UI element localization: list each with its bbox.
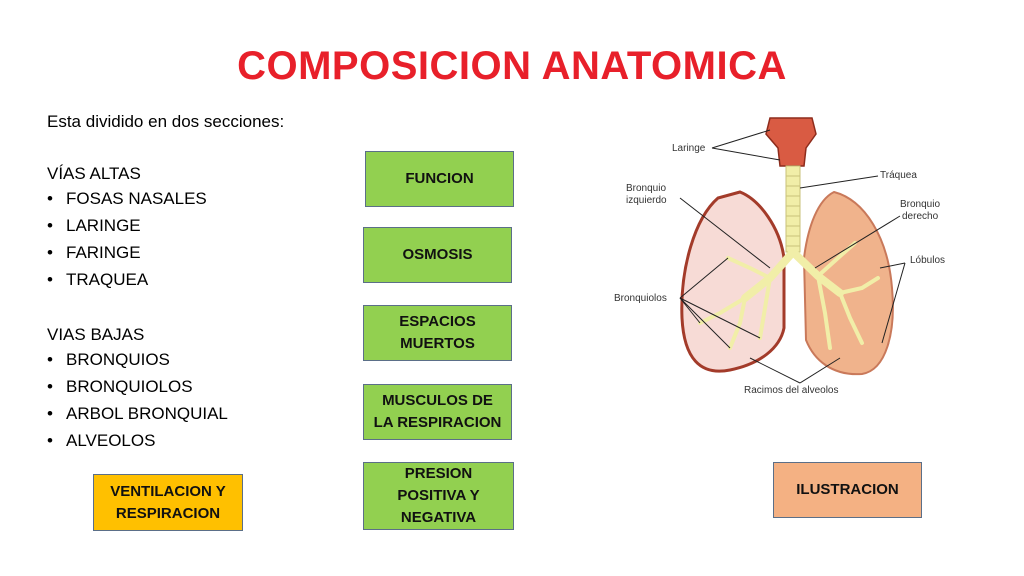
trachea-shape — [785, 165, 801, 253]
musculos-respiracion-label-line: LA RESPIRACION — [373, 414, 502, 431]
page-title: COMPOSICION ANATOMICA — [237, 44, 787, 88]
label-bronquio-izquierdo: izquierdo — [626, 195, 667, 206]
list-item: FARINGE — [47, 240, 207, 267]
upper-airways-heading: VÍAS ALTAS — [47, 164, 141, 183]
label-lobulos: Lóbulos — [910, 255, 945, 266]
list-item: BRONQUIOS — [47, 347, 228, 374]
label-racimos: Racimos del alveolos — [744, 385, 839, 396]
espacios-muertos-label-line: MUERTOS — [400, 335, 475, 352]
lower-airways-heading: VIAS BAJAS — [47, 325, 145, 344]
osmosis-label: OSMOSIS — [402, 246, 473, 263]
presion-label-line: NEGATIVA — [400, 509, 477, 526]
label-traquea: Tráquea — [880, 170, 917, 181]
presion-button[interactable]: PRESION POSITIVA Y NEGATIVA — [363, 462, 514, 530]
ventilacion-respiracion-button[interactable]: VENTILACION Y RESPIRACION — [93, 474, 243, 531]
ventilacion-label-line: RESPIRACION — [115, 504, 221, 522]
espacios-muertos-button[interactable]: ESPACIOS MUERTOS — [363, 305, 512, 361]
label-bronquiolos: Bronquiolos — [614, 293, 667, 304]
label-bronquio-izquierdo: Bronquio — [626, 183, 666, 194]
musculos-respiracion-button[interactable]: MUSCULOS DE LA RESPIRACION — [363, 384, 512, 440]
list-item: BRONQUIOLOS — [47, 374, 228, 401]
ilustracion-button[interactable]: ILUSTRACION — [773, 462, 922, 518]
label-bronquio-derecho: Bronquio — [900, 199, 940, 210]
bronchial-tree — [698, 241, 880, 350]
list-item: TRAQUEA — [47, 267, 207, 294]
presion-label-line: PRESION — [404, 465, 473, 482]
left-lung-shape — [680, 190, 786, 373]
list-item: FOSAS NASALES — [47, 186, 207, 213]
list-item: ALVEOLOS — [47, 428, 228, 455]
espacios-muertos-label-line: ESPACIOS — [399, 313, 476, 330]
larynx-shape — [765, 117, 817, 167]
ilustracion-label: ILUSTRACION — [796, 481, 899, 498]
lower-airways-list: BRONQUIOS BRONQUIOLOS ARBOL BRONQUIAL AL… — [47, 347, 228, 455]
funcion-button[interactable]: FUNCION — [365, 151, 514, 207]
label-laringe: Laringe — [672, 143, 706, 154]
musculos-respiracion-label-line: MUSCULOS DE — [382, 392, 493, 409]
label-bronquio-derecho: derecho — [902, 211, 939, 222]
presion-label-line: POSITIVA Y — [397, 487, 480, 504]
upper-airways-list: FOSAS NASALES LARINGE FARINGE TRAQUEA — [47, 186, 207, 294]
lung-diagram: Laringe Tráquea Bronquio izquierdo Bronq… — [614, 117, 945, 396]
ventilacion-label-line: VENTILACION Y — [110, 482, 226, 500]
list-item: ARBOL BRONQUIAL — [47, 401, 228, 428]
funcion-label: FUNCION — [405, 170, 474, 187]
intro-text: Esta dividido en dos secciones: — [47, 112, 285, 131]
list-item: LARINGE — [47, 213, 207, 240]
osmosis-button[interactable]: OSMOSIS — [363, 227, 512, 283]
